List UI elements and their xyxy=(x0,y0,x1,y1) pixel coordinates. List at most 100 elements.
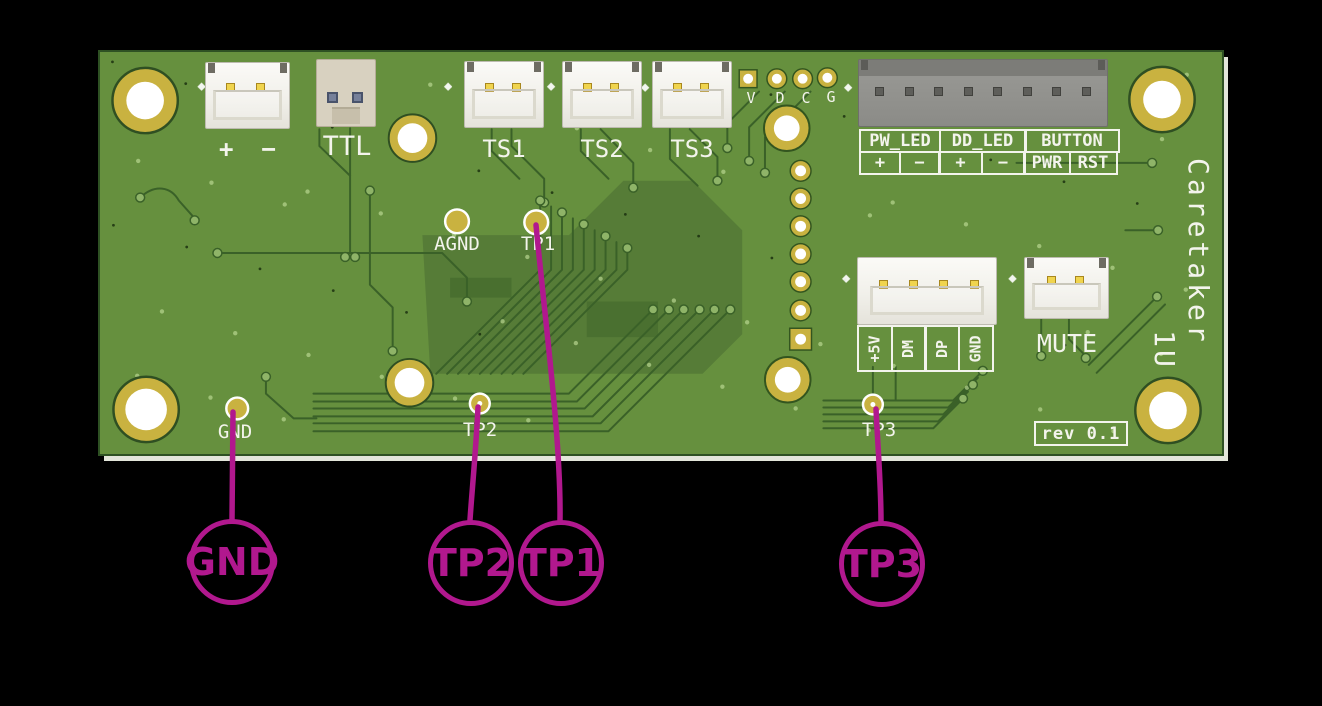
power-polarity-label: + − xyxy=(205,135,290,163)
plus-label: + xyxy=(219,135,234,163)
pin-cell: + xyxy=(938,150,983,175)
callout-tp2: TP2 xyxy=(428,520,514,606)
connector-pin xyxy=(963,87,973,96)
tp3-pad xyxy=(861,393,885,416)
usb-pin-cell: +5V xyxy=(857,325,893,372)
connector-pin xyxy=(969,280,979,289)
brand-label: Caretaker xyxy=(1182,158,1215,346)
header-cell: PW_LED xyxy=(859,129,941,153)
usb-pin-label: DP xyxy=(933,339,951,358)
agnd-pad xyxy=(443,208,471,235)
connector-tab xyxy=(280,63,287,73)
rev-text: rev 0.1 xyxy=(1041,423,1121,444)
vdcg-pads xyxy=(738,67,838,90)
pin-cell: + xyxy=(859,150,901,175)
callout-tp3: TP3 xyxy=(839,521,925,607)
connector-pin xyxy=(609,83,619,92)
ttl-pin xyxy=(327,91,339,103)
table-pin-row: + − + − PWR RST xyxy=(859,150,1120,175)
connector-pin xyxy=(699,83,709,92)
callout-label: TP3 xyxy=(841,542,923,586)
ttl-label: TTL xyxy=(322,131,372,162)
ttl-connector xyxy=(316,59,376,127)
gnd-label: GND xyxy=(217,421,253,443)
connector-tab xyxy=(655,62,662,72)
header-pad-column xyxy=(762,104,813,404)
pin-v-label: V xyxy=(746,89,756,107)
connector-lip xyxy=(570,89,634,119)
pin-cell: − xyxy=(980,150,1026,175)
callout-label: TP1 xyxy=(520,541,602,585)
tp2-label: TP2 xyxy=(462,419,498,441)
header-cell: BUTTON xyxy=(1024,129,1120,153)
pin-cell: RST xyxy=(1068,150,1118,175)
ttl-inset xyxy=(332,106,360,124)
agnd-label: AGND xyxy=(434,233,480,255)
usb-pin-label: GND xyxy=(966,334,985,363)
connector-pin xyxy=(1022,87,1032,96)
minus-label: − xyxy=(261,135,276,163)
connector-tab xyxy=(1098,60,1105,70)
gnd-pad xyxy=(225,396,250,421)
usb-pin-cell: GND xyxy=(957,325,994,372)
tp2-pad xyxy=(468,392,491,415)
brand-size-label: 1U xyxy=(1148,330,1181,370)
connector-pin xyxy=(673,83,683,92)
pin-cell: PWR xyxy=(1023,150,1071,175)
ts2-connector xyxy=(562,61,642,128)
callout-label: GND xyxy=(184,540,280,584)
connector-pin xyxy=(511,83,521,92)
connector-tab xyxy=(1099,258,1106,268)
mute-label: MUTE xyxy=(1036,329,1098,358)
ts2-label: TS2 xyxy=(580,135,624,163)
connector-pin xyxy=(939,280,949,289)
connector-pin xyxy=(878,280,888,289)
power-connector xyxy=(205,62,290,129)
connector-tab xyxy=(467,62,474,72)
usb-pin-label: +5V xyxy=(866,334,884,363)
connector-pin xyxy=(1081,87,1091,96)
connector-tab xyxy=(722,62,729,72)
callout-tp1: TP1 xyxy=(518,520,604,606)
connector-pin xyxy=(993,87,1003,96)
header-cell: DD_LED xyxy=(938,129,1027,153)
ts3-label: TS3 xyxy=(670,135,714,163)
copper-pour xyxy=(422,180,743,374)
io-header-connector xyxy=(858,59,1108,127)
callout-label: TP2 xyxy=(430,541,512,585)
connector-lip xyxy=(472,89,536,119)
connector-lip xyxy=(1032,283,1101,311)
mute-connector xyxy=(1024,257,1109,319)
tp1-pad xyxy=(523,209,550,236)
pin-c-label: C xyxy=(801,89,811,107)
led-button-table: PW_LED DD_LED BUTTON + − + − PWR RST xyxy=(859,129,1120,175)
connector-pin xyxy=(485,83,495,92)
mounting-holes xyxy=(111,65,1202,445)
connector-tab xyxy=(208,63,215,73)
usb-pin-label: DM xyxy=(899,339,918,358)
connector-lip xyxy=(213,90,282,120)
pin-cell: − xyxy=(898,150,941,175)
via-layer xyxy=(134,142,1164,404)
tp3-label: TP3 xyxy=(861,419,897,441)
connector-pin xyxy=(875,87,884,96)
connector-tab xyxy=(1027,258,1034,268)
connector-pin xyxy=(909,280,919,289)
connector-tab xyxy=(861,60,868,70)
rev-label: rev 0.1 xyxy=(1034,421,1128,446)
connector-lip xyxy=(660,89,724,119)
connector-tab xyxy=(632,62,639,72)
ttl-pin xyxy=(351,91,363,103)
connector-lip xyxy=(870,285,984,316)
table-header-row: PW_LED DD_LED BUTTON xyxy=(859,129,1120,153)
usb-pinout-table: +5V DM DP GND xyxy=(857,325,994,372)
pin-g-label: G xyxy=(826,88,836,106)
connector-pin xyxy=(583,83,593,92)
connector-pin xyxy=(934,87,944,96)
usb-header-connector xyxy=(857,257,997,325)
pin-d-label: D xyxy=(775,89,785,107)
connector-pins xyxy=(875,87,1091,96)
usb-pin-cell: DP xyxy=(924,325,960,372)
usb-pin-cell: DM xyxy=(890,325,927,372)
